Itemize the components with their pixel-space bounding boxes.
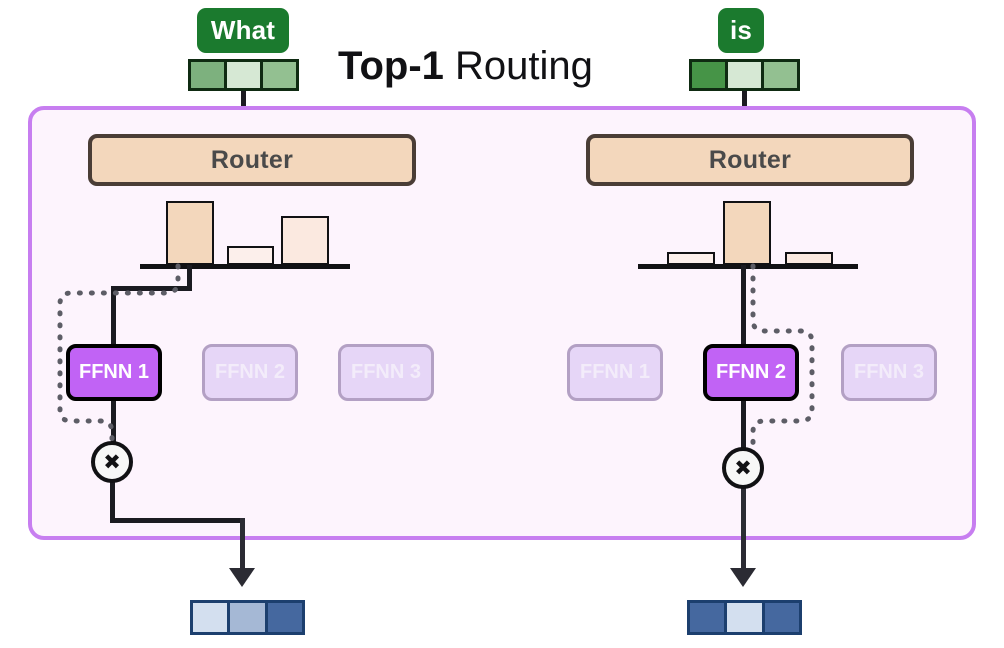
- wire-left-bar-across: [111, 286, 192, 291]
- wire-left-mul-across: [110, 518, 245, 523]
- router-left-chart-baseline: [140, 264, 350, 269]
- title-bold: Top-1: [338, 44, 444, 88]
- output-vector-right-cell-0: [690, 603, 728, 632]
- token-chip-left: What: [197, 8, 289, 53]
- arrowhead-right: [730, 568, 756, 587]
- wire-left-expert-to-mul: [111, 398, 116, 442]
- expert-right-ffnn-2-label: FFNN 2: [716, 361, 786, 383]
- multiply-symbol-right: ✖: [734, 456, 752, 480]
- output-vector-left-cell-1: [230, 603, 268, 632]
- wire-left-bar-down: [187, 265, 192, 291]
- expert-left-ffnn-3[interactable]: FFNN 3: [338, 344, 434, 401]
- expert-left-ffnn-3-label: FFNN 3: [351, 361, 421, 383]
- output-vector-right: [687, 600, 802, 635]
- input-vector-right-cell-0: [692, 62, 728, 88]
- input-vector-right-cell-2: [764, 62, 797, 88]
- wire-right-to-output: [741, 486, 746, 571]
- multiply-symbol-left: ✖: [103, 450, 121, 474]
- expert-right-ffnn-3[interactable]: FFNN 3: [841, 344, 937, 401]
- router-right-bar-1: [723, 201, 771, 265]
- expert-right-ffnn-1[interactable]: FFNN 1: [567, 344, 663, 401]
- token-label-left: What: [210, 15, 276, 45]
- input-vector-left-cell-0: [191, 62, 227, 88]
- title-rest: Routing: [443, 44, 593, 88]
- page-title: Top-1 Routing: [338, 44, 593, 89]
- wire-left-into-expert: [111, 286, 116, 346]
- expert-right-ffnn-2[interactable]: FFNN 2: [703, 344, 799, 401]
- wire-right-expert-to-mul: [741, 398, 746, 448]
- expert-right-ffnn-3-label: FFNN 3: [854, 361, 924, 383]
- expert-left-ffnn-2-label: FFNN 2: [215, 361, 285, 383]
- router-right-label: Router: [708, 145, 792, 174]
- input-vector-left-cell-2: [263, 62, 296, 88]
- expert-right-ffnn-1-label: FFNN 1: [580, 361, 650, 383]
- multiply-node-left: ✖: [91, 441, 133, 483]
- input-vector-right: [689, 59, 800, 91]
- expert-left-ffnn-1-label: FFNN 1: [79, 361, 149, 383]
- output-vector-right-cell-2: [764, 603, 799, 632]
- router-left-label: Router: [210, 145, 294, 174]
- expert-left-ffnn-2[interactable]: FFNN 2: [202, 344, 298, 401]
- wire-right-bar-into-expert: [741, 265, 746, 347]
- output-vector-left-cell-2: [267, 603, 302, 632]
- router-right-bar-2: [785, 252, 833, 265]
- output-vector-left: [190, 600, 305, 635]
- arrowhead-left: [229, 568, 255, 587]
- expert-left-ffnn-1[interactable]: FFNN 1: [66, 344, 162, 401]
- multiply-node-right: ✖: [722, 447, 764, 489]
- router-left-bar-1: [227, 246, 274, 265]
- router-left[interactable]: Router: [88, 134, 416, 186]
- router-left-bar-2: [281, 216, 329, 265]
- input-vector-left: [188, 59, 299, 91]
- wire-left-mul-down: [110, 480, 115, 522]
- token-chip-right: is: [718, 8, 764, 53]
- input-vector-right-cell-1: [728, 62, 764, 88]
- input-vector-left-cell-1: [227, 62, 263, 88]
- router-left-bar-0: [166, 201, 214, 265]
- router-right-bar-0: [667, 252, 715, 265]
- router-right[interactable]: Router: [586, 134, 914, 186]
- output-vector-left-cell-0: [193, 603, 231, 632]
- router-right-chart-baseline: [638, 264, 858, 269]
- token-label-right: is: [729, 15, 753, 45]
- wire-left-to-output: [240, 518, 245, 571]
- output-vector-right-cell-1: [727, 603, 765, 632]
